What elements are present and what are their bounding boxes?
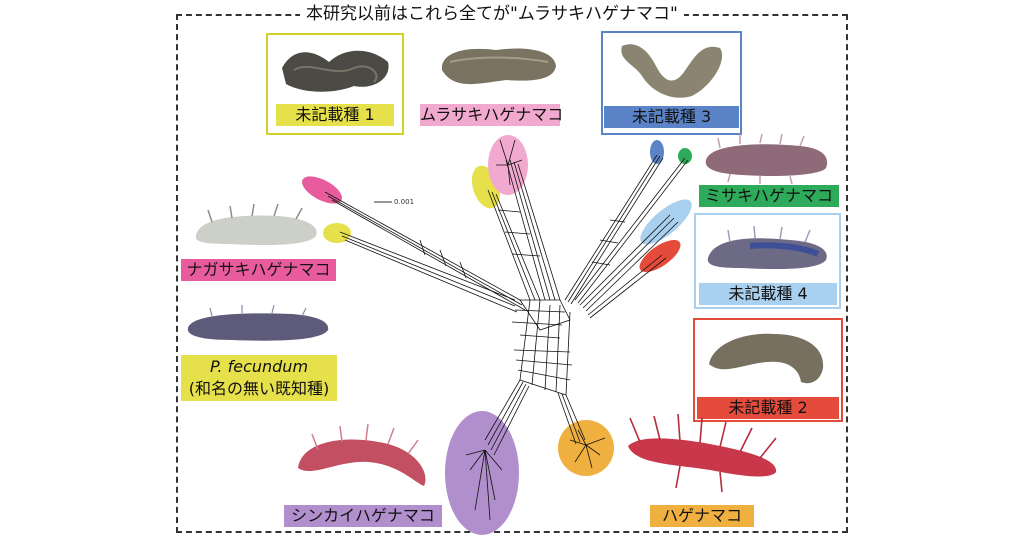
clade-hage-ellipse [558,420,614,476]
label-shinkai: シンカイハゲナマコ [284,505,442,527]
specimen-undescribed-2-image [709,333,824,384]
specimen-misaki-image [705,134,828,184]
scale-bar-label: 0.001 [394,198,415,206]
label-undescribed-2: 未記載種 2 [697,397,839,419]
clade-undescribed2-ellipse [639,239,681,273]
clade-undescribed3-ellipse [650,140,664,164]
clade-undescribed4-ellipse [640,199,692,245]
clade-shinkai-ellipse [445,411,519,535]
label-undescribed-3: 未記載種 3 [604,106,739,128]
specimen-fecundum-image [187,304,329,341]
label-misaki: ミサキハゲナマコ [699,185,839,207]
specimen-undescribed-4-image [707,225,827,270]
label-fecundum-sub: (和名の無い既知種) [188,379,330,398]
panel-undescribed-4 [694,213,841,309]
specimen-undescribed-3-image [621,44,723,98]
clade-nagasaki-ellipse [302,176,342,204]
figure-title: 本研究以前はこれら全てが"ムラサキハゲナマコ" [300,3,684,25]
clade-fecundum-ellipse [323,223,351,243]
clade-misaki-ellipse [678,148,692,164]
specimen-shinkai-image [298,423,426,486]
panel-fecundum-label [181,355,337,401]
label-fecundum: P. fecundum [209,357,309,376]
panel-undescribed-3 [601,31,742,135]
label-undescribed-4: 未記載種 4 [699,283,837,305]
label-undescribed-1: 未記載種 1 [276,104,394,126]
label-hage: ハゲナマコ [650,505,754,527]
specimen-hage-image [628,413,777,493]
specimen-undescribed-1-image [282,50,389,92]
label-murasaki: ムラサキハゲナマコ [420,104,564,126]
specimen-nagasaki-image [195,203,317,246]
panel-undescribed-1 [266,33,404,135]
specimen-murasaki-image [441,48,556,85]
label-nagasaki: ナガサキハゲナマコ [181,259,336,281]
panel-undescribed-2 [693,318,843,422]
